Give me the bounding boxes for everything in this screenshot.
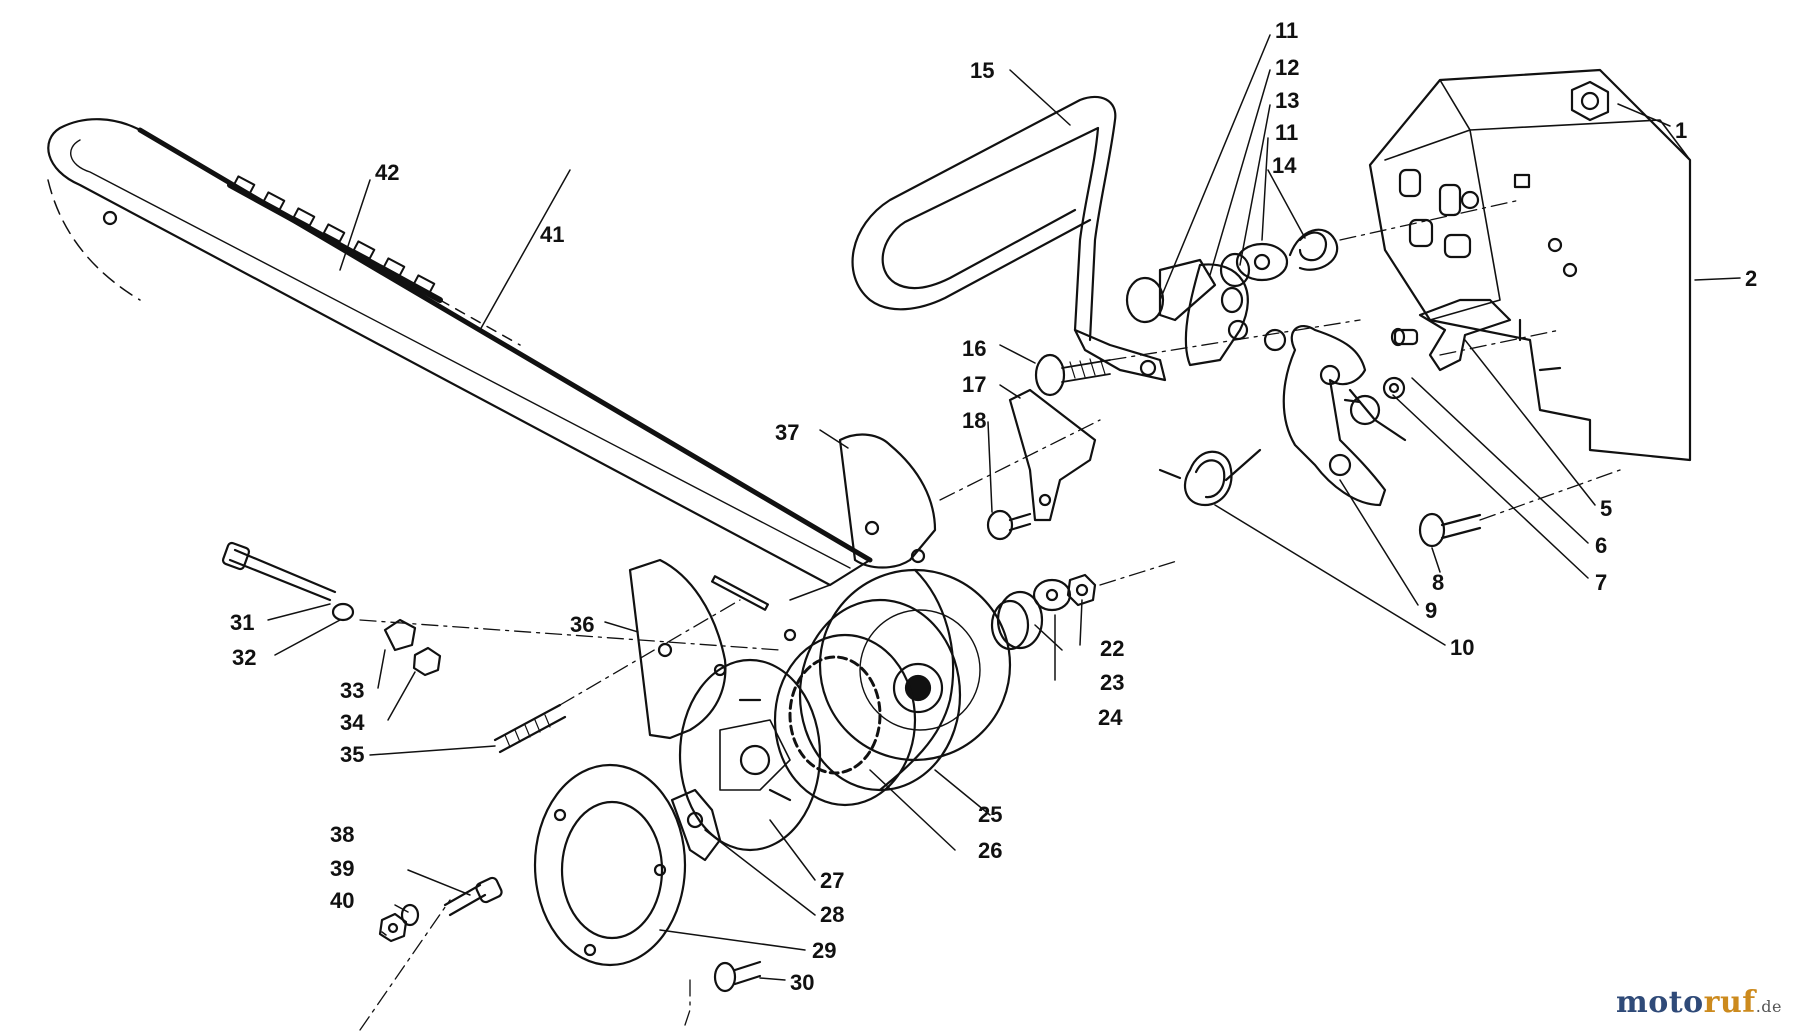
- callout-8: 8: [1432, 570, 1444, 595]
- callout-14: 14: [1272, 153, 1297, 178]
- callout-11b: 11: [1275, 120, 1298, 145]
- callout-22: 22: [1100, 636, 1124, 661]
- callout-28: 28: [820, 902, 844, 927]
- brake-washers: [1125, 228, 1339, 367]
- callout-34: 34: [340, 710, 365, 735]
- leader-lines: [267, 34, 1741, 981]
- screw-8: [1418, 512, 1482, 548]
- callout-15: 15: [970, 58, 994, 83]
- callout-1: 1: [1675, 118, 1687, 143]
- callout-25: 25: [978, 802, 1002, 827]
- screw-18: [986, 509, 1032, 541]
- callout-33: 33: [340, 678, 364, 703]
- callout-17: 17: [962, 372, 986, 397]
- callout-labels: 1 2 5 6 7 8 9 10 11 12 13 11 14 15 16 17…: [230, 18, 1757, 995]
- callout-24: 24: [1098, 705, 1123, 730]
- motoruf-watermark: motoruf.de: [1616, 985, 1782, 1020]
- brand-tld: .de: [1755, 997, 1782, 1016]
- clutch-shoe: [678, 658, 822, 852]
- brand-part-b: ruf: [1703, 985, 1756, 1020]
- callout-7: 7: [1595, 570, 1607, 595]
- small-parts: [221, 541, 762, 993]
- callout-38: 38: [330, 822, 354, 847]
- callout-41: 41: [540, 222, 564, 247]
- callout-18: 18: [962, 408, 986, 433]
- callout-30: 30: [790, 970, 814, 995]
- side-plate-37: [838, 433, 937, 569]
- callout-36: 36: [570, 612, 594, 637]
- callout-27: 27: [820, 868, 844, 893]
- brand-part-a: moto: [1616, 985, 1704, 1020]
- clutch-drum: [798, 568, 1012, 792]
- bracket-5: [1343, 298, 1512, 426]
- needle-bearing: [990, 573, 1097, 651]
- callout-23: 23: [1100, 670, 1124, 695]
- callout-6: 6: [1595, 533, 1607, 558]
- callout-2: 2: [1745, 266, 1757, 291]
- callout-9: 9: [1425, 598, 1437, 623]
- nut-1: [1570, 80, 1610, 122]
- brake-spring: [1158, 448, 1262, 507]
- callout-13: 13: [1275, 88, 1299, 113]
- callout-26: 26: [978, 838, 1002, 863]
- callout-35: 35: [340, 742, 364, 767]
- callout-10: 10: [1450, 635, 1474, 660]
- callout-37: 37: [775, 420, 799, 445]
- callout-5: 5: [1600, 496, 1612, 521]
- brake-lever: [1263, 325, 1407, 507]
- callout-42: 42: [375, 160, 399, 185]
- screw-16: [1034, 353, 1111, 397]
- guide-bar: [47, 118, 873, 601]
- callout-40: 40: [330, 888, 354, 913]
- outer-plate-36: [628, 558, 797, 740]
- clutch-ring: [773, 633, 917, 807]
- plate-17: [1008, 388, 1097, 522]
- callout-32: 32: [232, 645, 256, 670]
- callout-16: 16: [962, 336, 986, 361]
- callout-29: 29: [812, 938, 836, 963]
- callout-31: 31: [230, 610, 254, 635]
- clutch-spider: [670, 788, 722, 862]
- callout-11a: 11: [1275, 18, 1298, 43]
- callout-39: 39: [330, 856, 354, 881]
- saw-chain: [227, 175, 521, 346]
- front-handle: [851, 95, 1167, 382]
- housing-cover: [1368, 68, 1692, 462]
- sprocket-cover: [533, 763, 687, 967]
- callout-12: 12: [1275, 55, 1299, 80]
- alignment-lines: [359, 199, 1621, 1031]
